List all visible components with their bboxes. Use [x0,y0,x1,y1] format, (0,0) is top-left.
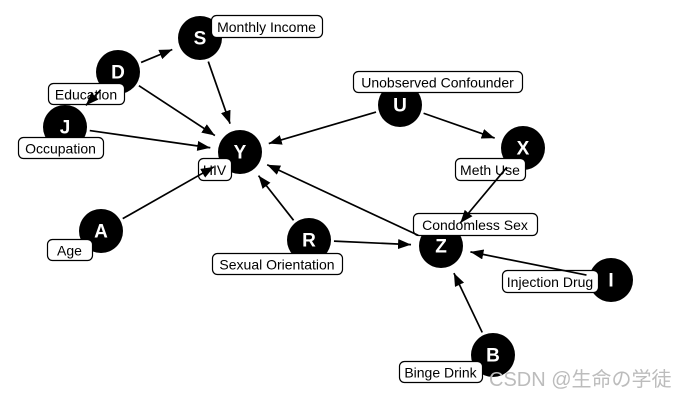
label-text-unobserved-confounder: Unobserved Confounder [361,75,514,91]
label-text-occupation: Occupation [25,141,96,157]
edge-b-to-z [453,272,484,333]
label-text-binge-drink: Binge Drink [404,365,477,381]
edge-r-to-y [257,175,295,221]
label-text-condomless-sex: Condomless Sex [422,217,528,233]
edge-r-to-z [333,239,412,250]
label-box-binge-drink [398,360,484,384]
edge-s-to-y [207,61,231,124]
edge-a-to-y [122,166,215,220]
edge-u-to-x [423,112,495,139]
edge-d-to-j [85,89,102,106]
label-text-meth-use: Meth Use [460,162,520,178]
label-text-sexual-orientation: Sexual Orientation [219,257,334,273]
edge-i-to-z [470,249,587,276]
edge-j-to-y [89,129,211,151]
label-box-condomless-sex [412,212,539,237]
node-i-circle [589,258,633,302]
label-box-age [46,238,94,262]
label-text-age: Age [57,243,82,259]
csdn-watermark: CSDN @生命の学徒 [489,369,672,391]
edge-u-to-y [268,111,377,145]
label-box-unobserved-confounder [352,70,524,94]
label-box-monthly-income [210,14,324,39]
label-box-injection-drug [501,269,600,294]
label-text-monthly-income: Monthly Income [217,19,316,35]
edge-d-to-s [140,48,173,64]
edge-z-to-y [266,163,419,237]
label-box-occupation [17,136,105,160]
edges-layer [85,48,587,333]
label-text-injection-drug: Injection Drug [507,274,593,290]
label-box-meth-use [454,157,527,182]
node-u-circle [378,83,422,127]
node-r-circle [287,218,331,262]
label-text-hiv: HIV [203,162,227,178]
edge-x-to-z [459,166,508,224]
label-text-education: Education [55,87,117,103]
label-box-sexual-orientation [211,252,344,276]
edge-d-to-y [138,84,216,137]
